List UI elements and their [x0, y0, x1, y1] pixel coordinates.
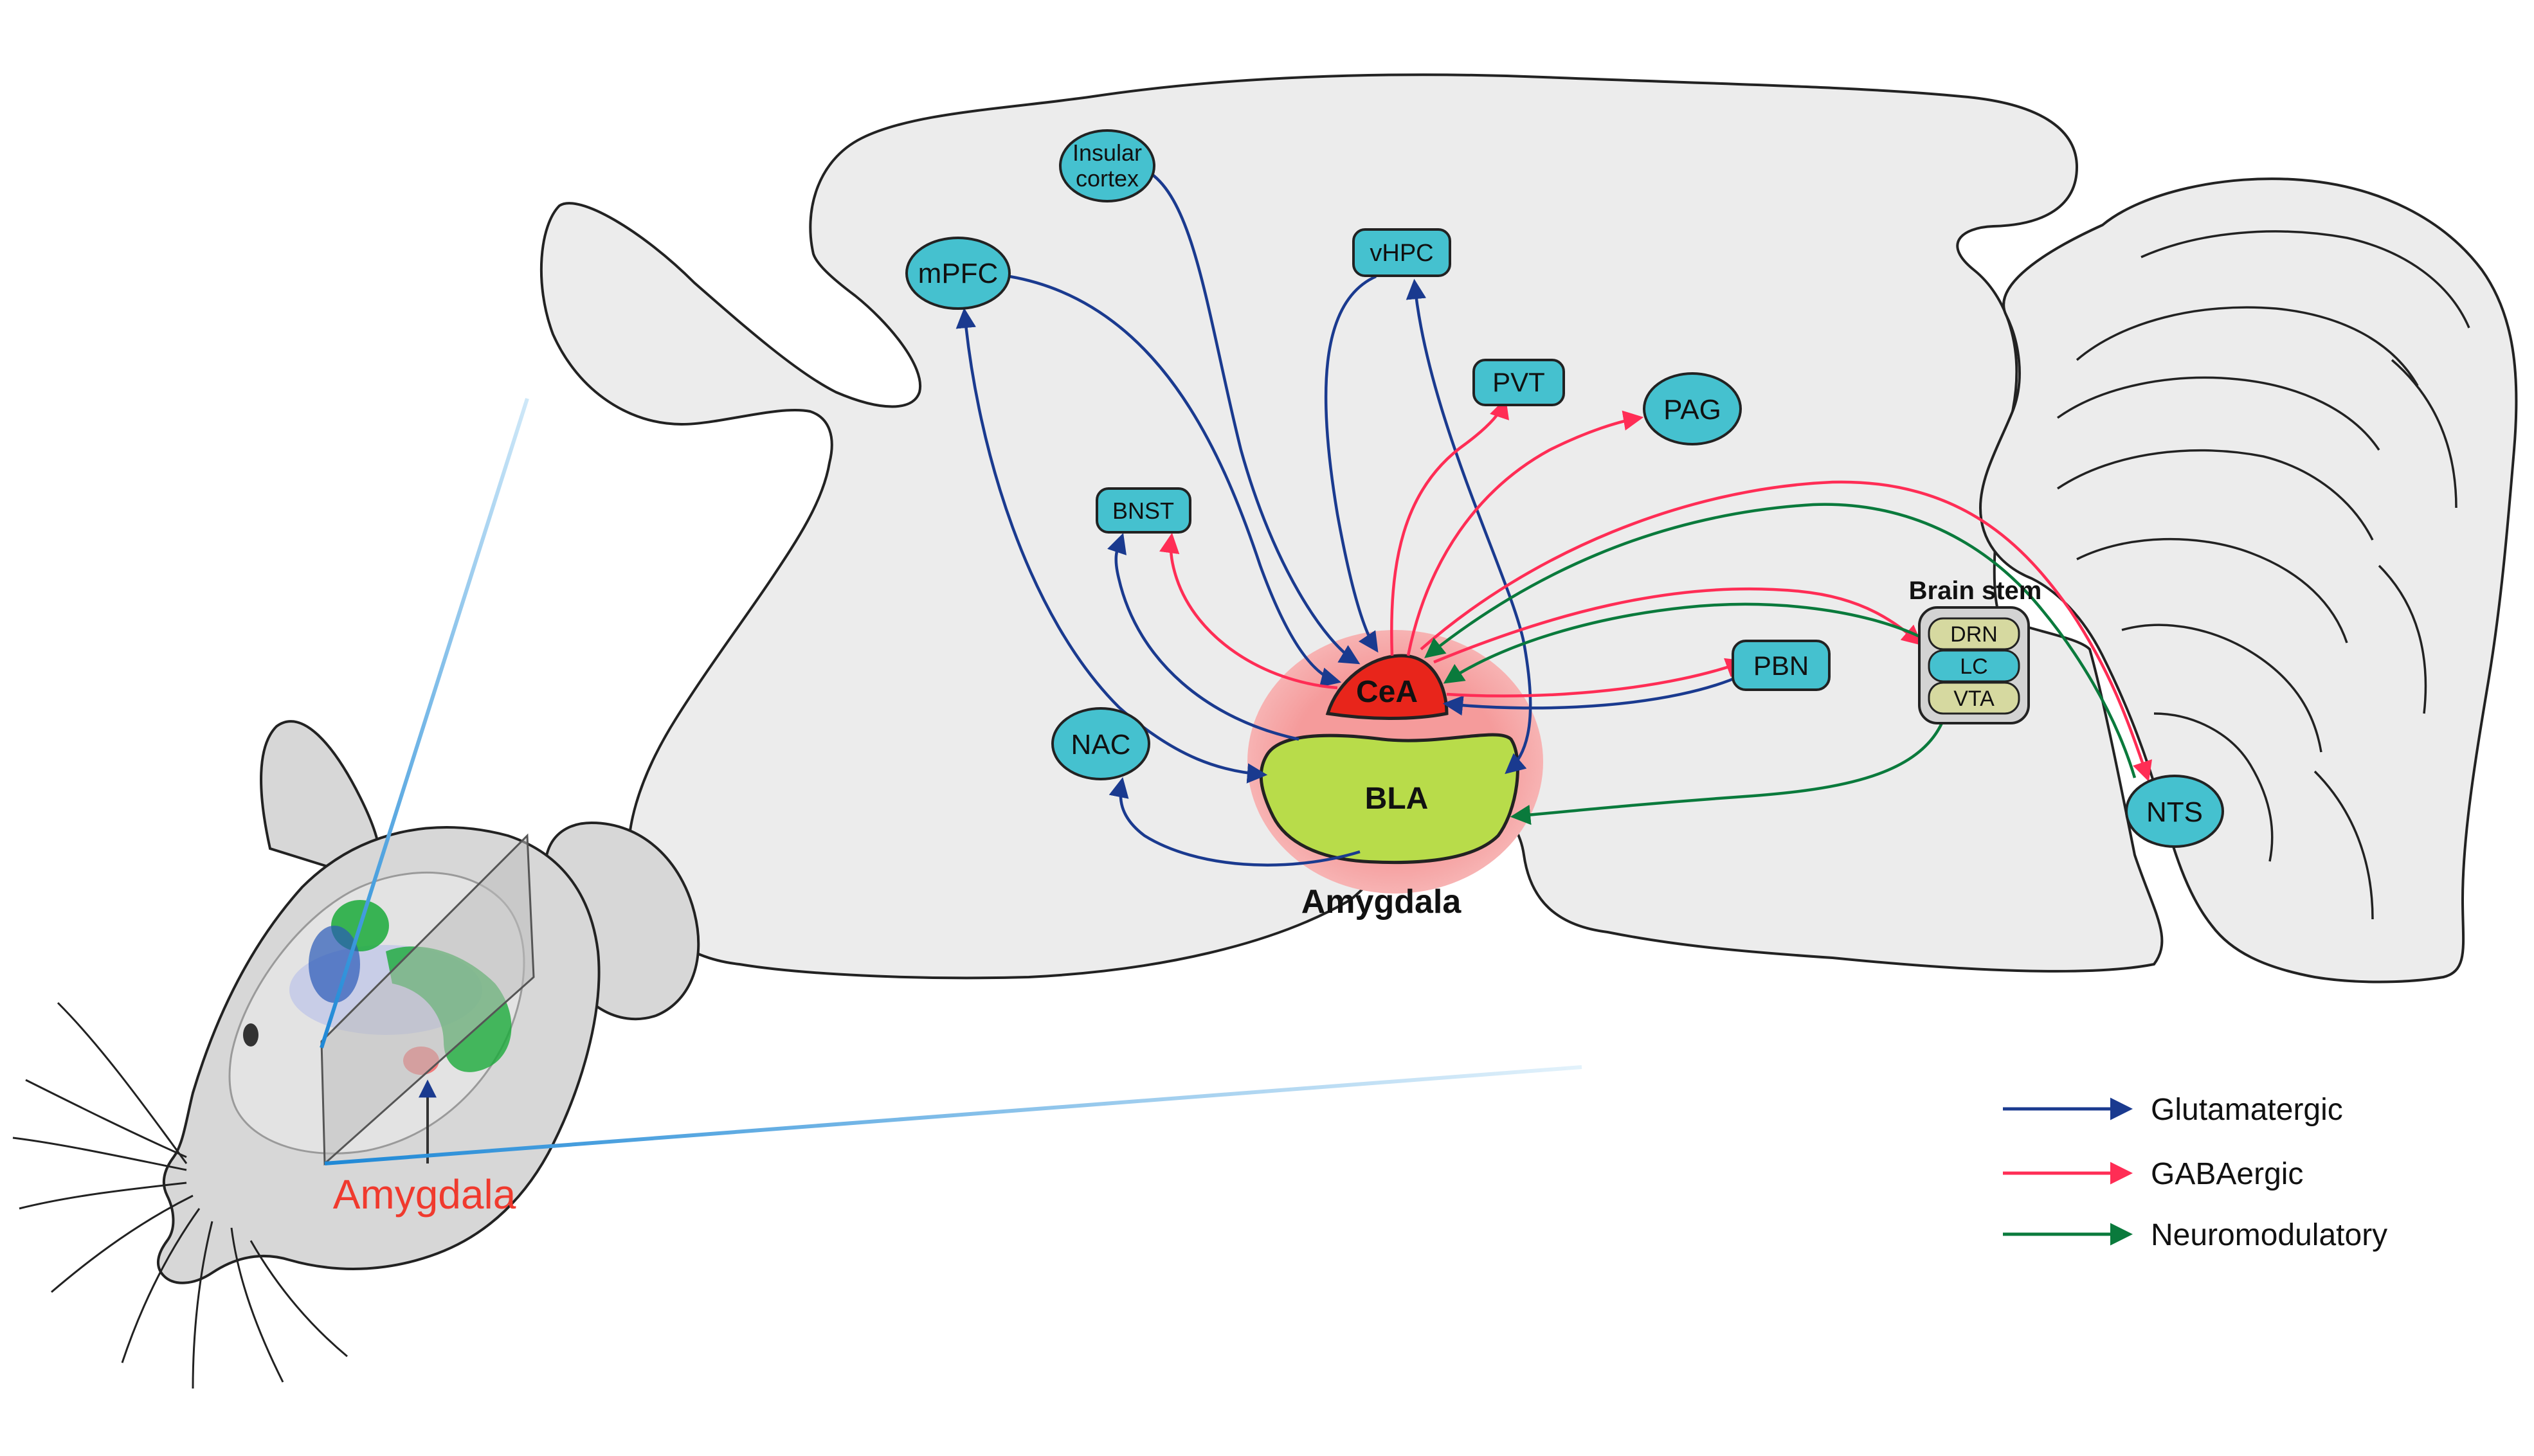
node-nac: NAC	[1051, 707, 1150, 780]
mouse-head: Amygdala	[12, 720, 700, 1389]
legend-item-neuromodulatory: Neuromodulatory	[2003, 1218, 2387, 1252]
insular-cortex-label-line1: Insular	[1072, 139, 1142, 166]
mouse-eye	[243, 1023, 258, 1047]
link-cea-nts	[1420, 480, 2152, 782]
link-mpfc-bla	[955, 307, 1268, 784]
legend-item-gabaergic: GABAergic	[2003, 1157, 2303, 1191]
link-cea-pbn	[1446, 658, 1746, 697]
bnst-label: BNST	[1112, 498, 1174, 524]
node-insular-cortex: Insular cortex	[1059, 129, 1155, 202]
node-vhpc: vHPC	[1352, 228, 1451, 277]
region-nodes: Insular cortex mPFC vHPC PVT PAG BNST NA…	[905, 129, 2224, 848]
zoom-beam-top	[320, 398, 529, 1048]
link-cea-pag	[1406, 410, 1644, 656]
insular-cortex-label-line2: cortex	[1076, 165, 1139, 192]
cerebellum-folia	[2056, 230, 2470, 920]
legend-label-gabaergic: GABAergic	[2151, 1157, 2303, 1191]
sagittal-brain	[539, 73, 2518, 984]
vhpc-label: vHPC	[1370, 240, 1433, 267]
link-vhpc-cea	[1324, 274, 1379, 653]
brain-stem-drn: DRN	[1928, 617, 2020, 651]
link-insular-cea	[1150, 172, 1361, 665]
node-nts: NTS	[2125, 775, 2224, 848]
mouse-blue-region	[309, 926, 360, 1003]
node-pvt: PVT	[1472, 359, 1565, 406]
vta-label: VTA	[1953, 687, 1995, 711]
legend-label-glutamatergic: Glutamatergic	[2151, 1093, 2343, 1127]
link-cea-bnst	[1159, 532, 1338, 690]
legend: Glutamatergic GABAergic Neuromodulatory	[2003, 1093, 2387, 1252]
nac-label: NAC	[1071, 729, 1131, 760]
brain-stem-lc: LC	[1928, 649, 2020, 683]
connections	[955, 172, 2152, 867]
drn-label: DRN	[1950, 622, 1998, 647]
bla-label: BLA	[1365, 782, 1429, 816]
legend-item-glutamatergic: Glutamatergic	[2003, 1093, 2343, 1127]
amygdala-label: Amygdala	[1301, 883, 1462, 921]
mouse-whiskers	[12, 1002, 348, 1389]
cerebellum-outline	[1978, 177, 2518, 984]
section-plane	[320, 833, 535, 1166]
link-nts-cea	[1424, 503, 2137, 778]
link-bla-nac	[1109, 777, 1361, 867]
pvt-label: PVT	[1492, 367, 1545, 397]
link-brainstem-bla	[1510, 723, 1944, 825]
node-brain-stem: Brain stem DRN LC VTA	[1909, 577, 2042, 724]
link-vhpc-bla	[1406, 278, 1532, 775]
cea-label: CeA	[1356, 675, 1418, 709]
link-cea-brainstem	[1433, 587, 1923, 664]
link-bla-bnst	[1107, 533, 1299, 741]
pag-label: PAG	[1663, 394, 1721, 426]
pbn-label: PBN	[1753, 651, 1809, 681]
mouse-amygdala-label: Amygdala	[333, 1171, 516, 1218]
nts-label: NTS	[2146, 796, 2203, 828]
link-brainstem-cea	[1443, 602, 1920, 684]
link-cea-pvt	[1390, 398, 1509, 656]
node-mpfc: mPFC	[905, 237, 1011, 310]
link-pbn-cea	[1442, 673, 1743, 716]
node-pbn: PBN	[1732, 640, 1831, 691]
node-pag: PAG	[1643, 372, 1742, 445]
node-bnst: BNST	[1096, 487, 1191, 534]
mpfc-label: mPFC	[918, 258, 999, 289]
zoom-beam-bottom	[324, 1065, 1582, 1165]
legend-label-neuromodulatory: Neuromodulatory	[2151, 1218, 2387, 1252]
lc-label: LC	[1960, 654, 1987, 679]
brain-stem-title: Brain stem	[1909, 577, 2042, 605]
brain-stem-vta: VTA	[1928, 681, 2020, 715]
